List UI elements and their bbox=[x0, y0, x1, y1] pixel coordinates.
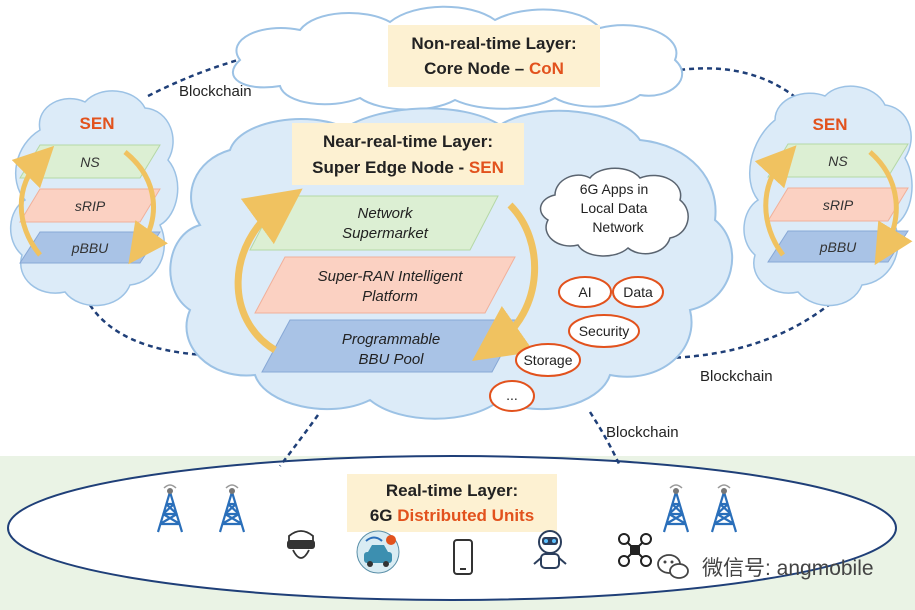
realtime-subtitle: 6G Distributed Units bbox=[370, 506, 534, 525]
blockchain-label-right: Blockchain bbox=[700, 368, 773, 385]
blockchain-label-left: Blockchain bbox=[179, 83, 252, 100]
super-ran-line2: Platform bbox=[362, 288, 418, 305]
network-supermarket-line2: Supermarket bbox=[342, 225, 429, 242]
realtime-label-box bbox=[347, 474, 557, 532]
security-label: Security bbox=[579, 323, 630, 339]
drone-icon bbox=[618, 533, 652, 567]
right-arrow-down bbox=[868, 150, 913, 266]
apps-cloud-line1: 6G Apps in bbox=[580, 181, 649, 197]
ai-bubble bbox=[558, 276, 612, 308]
robot-icon bbox=[533, 530, 567, 569]
apps-cloud-line3: Network bbox=[592, 219, 644, 235]
link-left-mid bbox=[88, 304, 206, 357]
super-ran-line1: Super-RAN Intelligent bbox=[318, 268, 464, 285]
realtime-title: Real-time Layer: bbox=[386, 481, 518, 500]
storage-bubble bbox=[515, 343, 581, 377]
apps-cloud bbox=[539, 167, 689, 257]
left-arrow-up bbox=[11, 145, 55, 257]
data-bubble bbox=[612, 276, 664, 308]
main-arrow-up bbox=[234, 188, 303, 353]
bbu-pool-line1: Programmable bbox=[342, 331, 440, 348]
wechat-icon bbox=[657, 554, 689, 579]
ai-label: AI bbox=[578, 284, 591, 300]
link-left-top bbox=[147, 56, 246, 98]
left-ns-label: NS bbox=[80, 154, 100, 170]
right-ns-label: NS bbox=[828, 153, 848, 169]
right-sen-title: SEN bbox=[813, 115, 848, 134]
cell-tower-icon bbox=[218, 484, 246, 533]
link-bottom-left bbox=[279, 414, 320, 467]
cell-tower-icon bbox=[710, 484, 738, 533]
right-pbbu-label: pBBU bbox=[819, 239, 857, 255]
bbu-pool-layer bbox=[261, 319, 521, 373]
bbu-pool-line2: BBU Pool bbox=[358, 351, 424, 368]
watermark-text: 微信号: angmobile bbox=[702, 557, 874, 580]
core-label-box bbox=[388, 25, 600, 87]
more-label: ... bbox=[506, 387, 518, 403]
more-bubble bbox=[489, 380, 535, 412]
left-pbbu-label: pBBU bbox=[71, 240, 109, 256]
left-sen-title: SEN bbox=[80, 114, 115, 133]
vr-headset-icon bbox=[287, 530, 315, 559]
link-bottom-right bbox=[588, 411, 622, 467]
right-srip-label: sRIP bbox=[823, 197, 854, 213]
connected-car-icon bbox=[356, 530, 400, 574]
cell-tower-icon bbox=[662, 484, 690, 533]
left-srip-label: sRIP bbox=[75, 198, 106, 214]
data-label: Data bbox=[623, 284, 653, 300]
cell-towers bbox=[156, 484, 738, 533]
sen-label-box bbox=[292, 123, 524, 185]
cell-tower-icon bbox=[156, 484, 184, 533]
smartphone-icon bbox=[453, 539, 473, 575]
network-supermarket-line1: Network bbox=[357, 205, 414, 222]
main-arrow-down bbox=[472, 202, 539, 362]
blockchain-label-bottom: Blockchain bbox=[606, 424, 679, 441]
right-arrow-up bbox=[754, 145, 797, 257]
security-bubble bbox=[568, 314, 640, 348]
core-title: Non-real-time Layer: bbox=[411, 34, 576, 53]
apps-cloud-line2: Local Data bbox=[581, 200, 648, 216]
link-right-top bbox=[679, 67, 811, 111]
core-subtitle: Core Node – CoN bbox=[424, 59, 564, 78]
left-arrow-down bbox=[123, 150, 168, 265]
sen-subtitle: Super Edge Node - SEN bbox=[312, 158, 504, 177]
sen-title: Near-real-time Layer: bbox=[323, 132, 493, 151]
storage-label: Storage bbox=[523, 352, 572, 368]
